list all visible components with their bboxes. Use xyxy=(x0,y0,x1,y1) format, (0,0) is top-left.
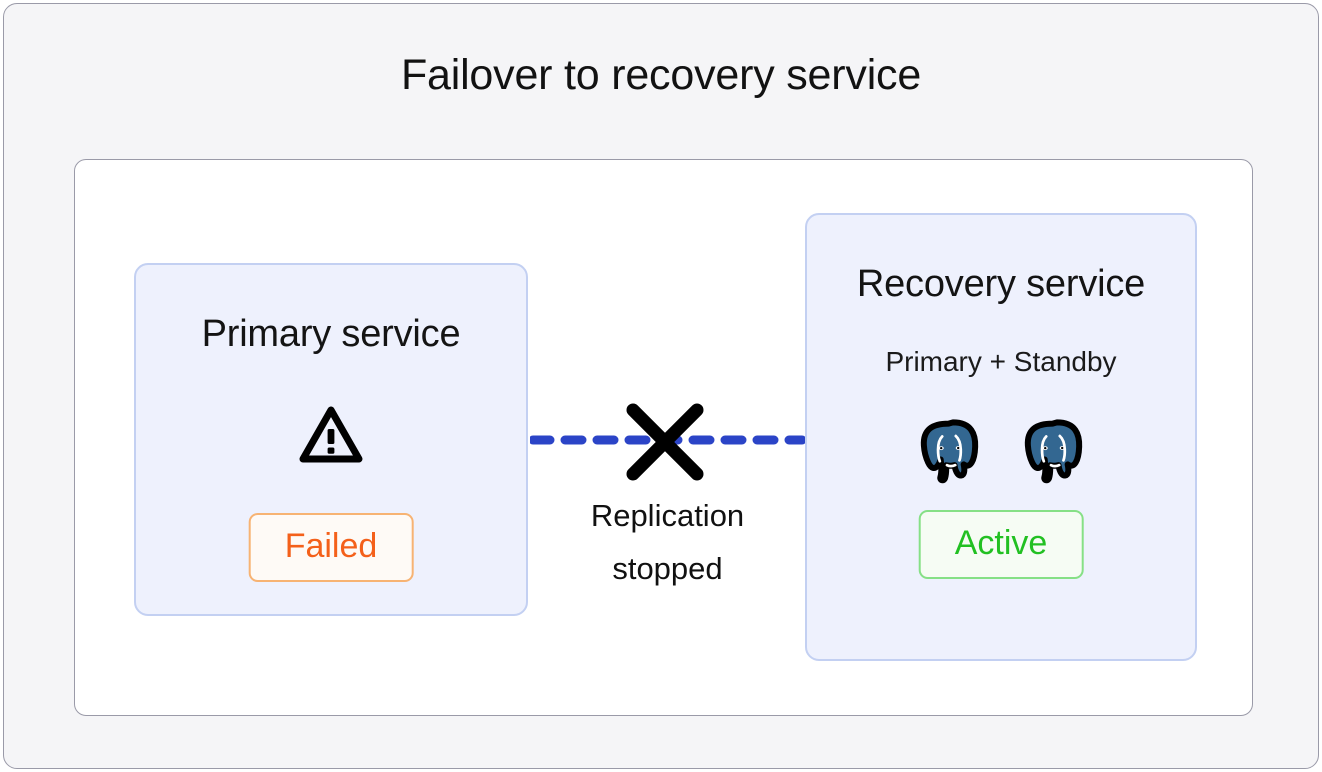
replication-label: Replication stopped xyxy=(530,489,805,596)
replication-link: Replication stopped xyxy=(528,400,807,586)
postgres-logo-row xyxy=(807,412,1195,492)
replication-label-line-1: Replication xyxy=(590,498,745,533)
cross-icon xyxy=(623,400,707,484)
diagram-title: Failover to recovery service xyxy=(400,51,922,99)
postgres-elephant-icon xyxy=(909,412,989,492)
recovery-service-subtitle: Primary + Standby xyxy=(885,346,1117,377)
recovery-service-box[interactable]: Recovery service Primary + Standby xyxy=(805,213,1197,661)
warning-triangle-icon xyxy=(298,405,364,465)
postgres-elephant-icon xyxy=(1013,412,1093,492)
diagram-frame: Failover to recovery service Primary ser… xyxy=(3,3,1319,769)
status-badge-failed[interactable]: Failed xyxy=(248,513,414,582)
diagram-panel: Primary service Failed xyxy=(74,159,1253,716)
recovery-service-title: Recovery service xyxy=(856,263,1146,305)
primary-service-box[interactable]: Primary service Failed xyxy=(134,263,528,616)
replication-label-line-2: stopped xyxy=(612,551,723,587)
primary-service-title: Primary service xyxy=(201,313,461,355)
status-badge-active[interactable]: Active xyxy=(918,510,1084,579)
